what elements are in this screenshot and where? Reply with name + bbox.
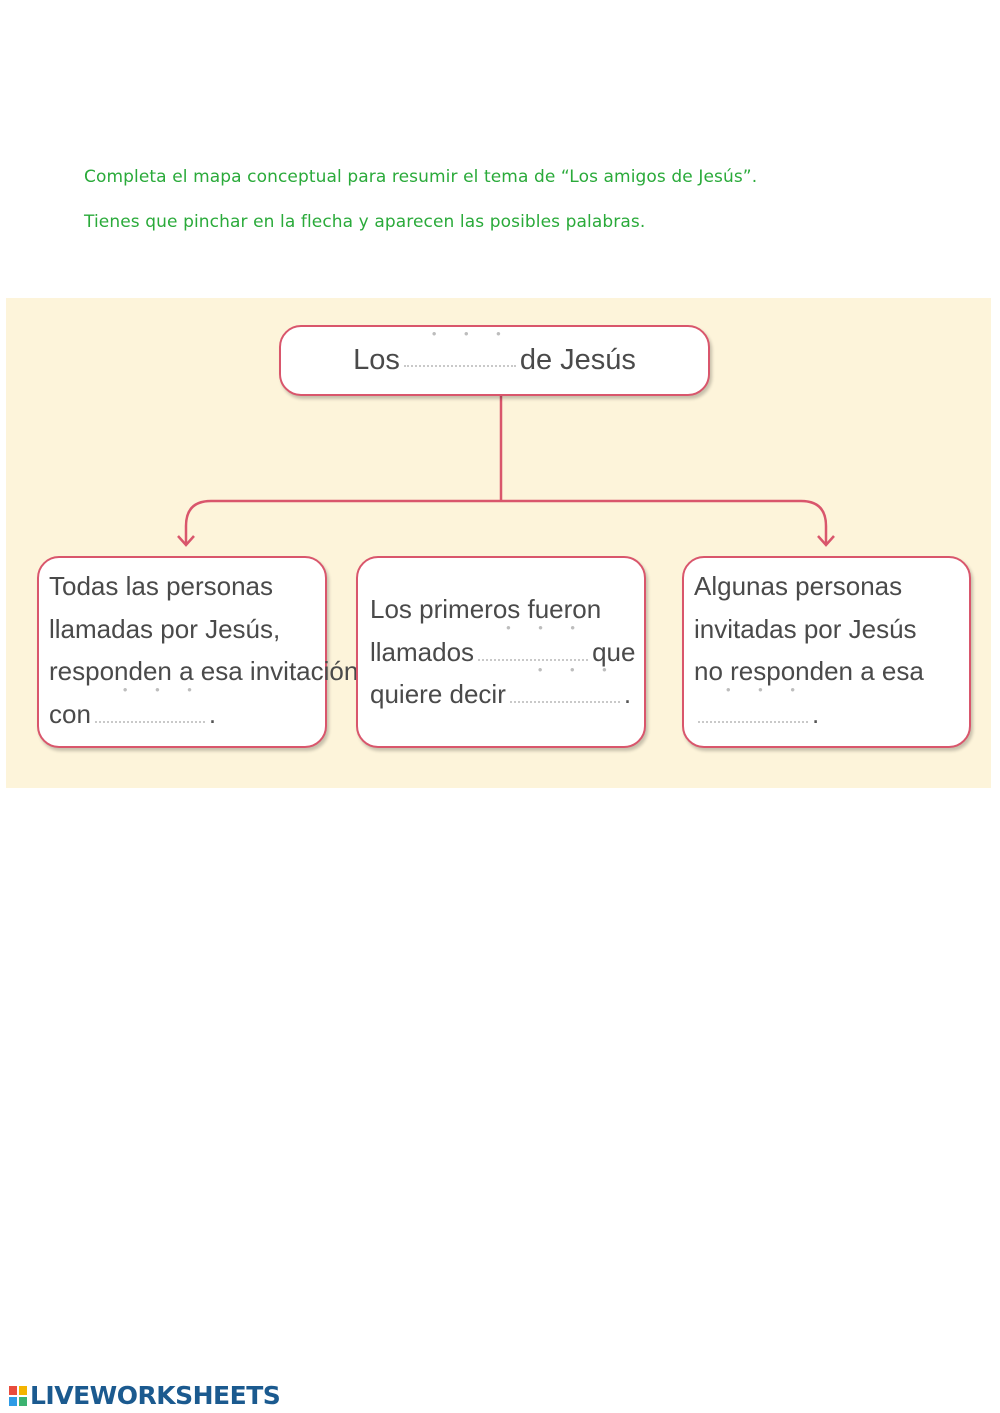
left-line-4: con	[49, 698, 91, 729]
middle-line-2: llamados	[370, 636, 475, 667]
blank-dropdown-left[interactable]: • • •	[94, 683, 205, 723]
title-before: Los	[353, 344, 400, 376]
blank-dropdown-right[interactable]: • • •	[698, 683, 808, 723]
connector-branch	[184, 499, 828, 544]
arrow-right-icon	[817, 535, 835, 547]
left-line-1: Todas las personas	[49, 571, 274, 601]
logo-text: LIVEWORKSHEETS	[30, 1381, 281, 1410]
blank-dropdown-title[interactable]: • • •	[403, 327, 516, 367]
blank-dots-icon: • • •	[506, 619, 587, 635]
middle-node: Los primeros fueron llamados• • •que qui…	[356, 556, 646, 748]
blank-dropdown-middle-1[interactable]: • • •	[478, 621, 589, 661]
blank-dots-icon: • • •	[726, 681, 807, 697]
right-period: .	[812, 698, 820, 729]
right-line-1: Algunas personas	[694, 571, 903, 601]
right-line-3: no responden a esa	[694, 656, 924, 686]
blank-dropdown-middle-2[interactable]: • • •	[509, 663, 620, 703]
left-line-3: responden a esa invitación	[49, 656, 359, 686]
logo-blocks-icon	[8, 1384, 28, 1407]
title-node: Los • • • de Jesús	[279, 325, 710, 396]
right-line-2: invitadas por Jesús	[694, 613, 917, 644]
middle-period: .	[623, 679, 632, 709]
middle-line-2-end: que	[592, 636, 636, 667]
instruction-line-1: Completa el mapa conceptual para resumir…	[84, 167, 758, 187]
arrow-left-icon	[177, 535, 195, 547]
left-node: Todas las personas llamadas por Jesús, r…	[37, 556, 358, 748]
connector-lines	[177, 396, 835, 547]
liveworksheets-logo: LIVEWORKSHEETS	[8, 1381, 281, 1410]
left-period: .	[208, 698, 217, 729]
blank-dots-icon: • • •	[122, 681, 204, 697]
blank-dots-icon: • • •	[537, 662, 619, 677]
middle-line-3: quiere decir	[370, 679, 506, 709]
blank-dots-icon: • • •	[431, 325, 513, 341]
right-node: Algunas personas invitadas por Jesús no …	[682, 556, 971, 748]
title-after: de Jesús	[519, 344, 636, 376]
concept-map-panel: Los • • • de Jesús Todas las personas ll…	[6, 298, 991, 788]
left-line-2: llamadas por Jesús,	[49, 613, 281, 644]
middle-line-1: Los primeros fueron	[370, 594, 602, 624]
instruction-line-2: Tienes que pinchar en la flecha y aparec…	[84, 212, 646, 232]
